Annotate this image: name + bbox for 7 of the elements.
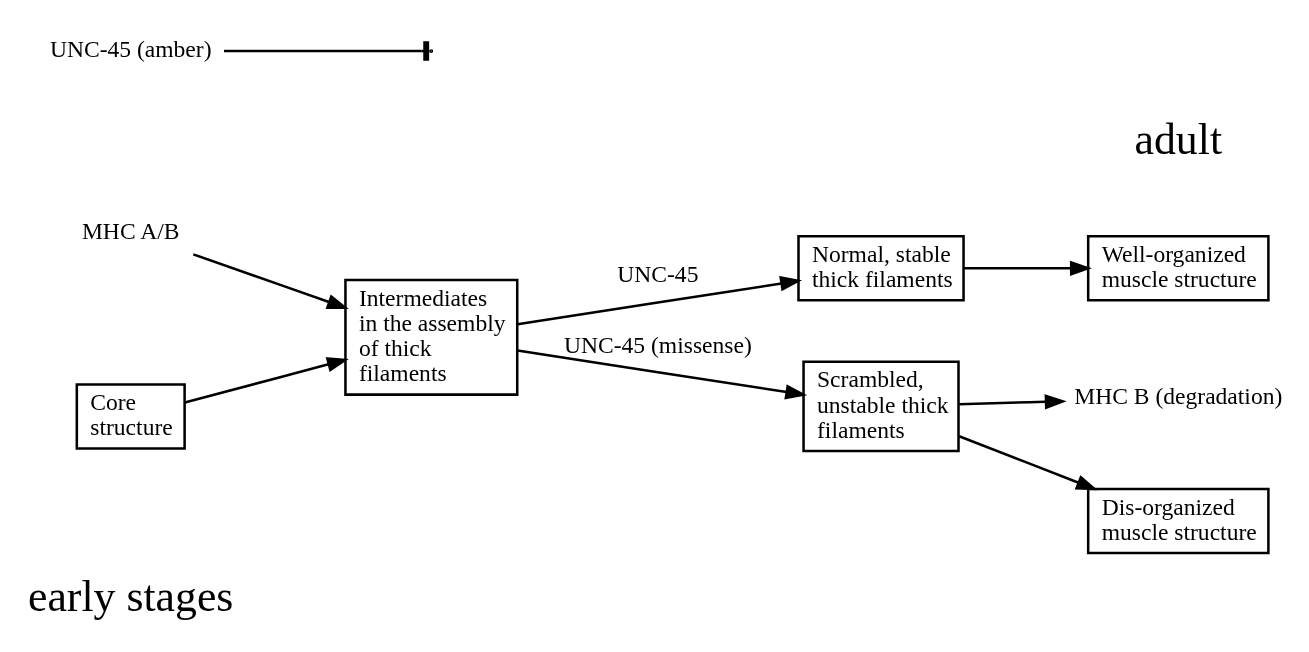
label: adult xyxy=(1134,115,1223,164)
node-text: MHC B (degradation) xyxy=(1074,383,1283,410)
node-text: UNC-45 (amber) xyxy=(49,36,212,63)
edge-label: UNC-45 xyxy=(617,261,699,288)
node-text: MHC A/B xyxy=(81,218,180,245)
label: early stages xyxy=(28,571,234,620)
edge-label: UNC-45 (missense) xyxy=(563,331,752,358)
